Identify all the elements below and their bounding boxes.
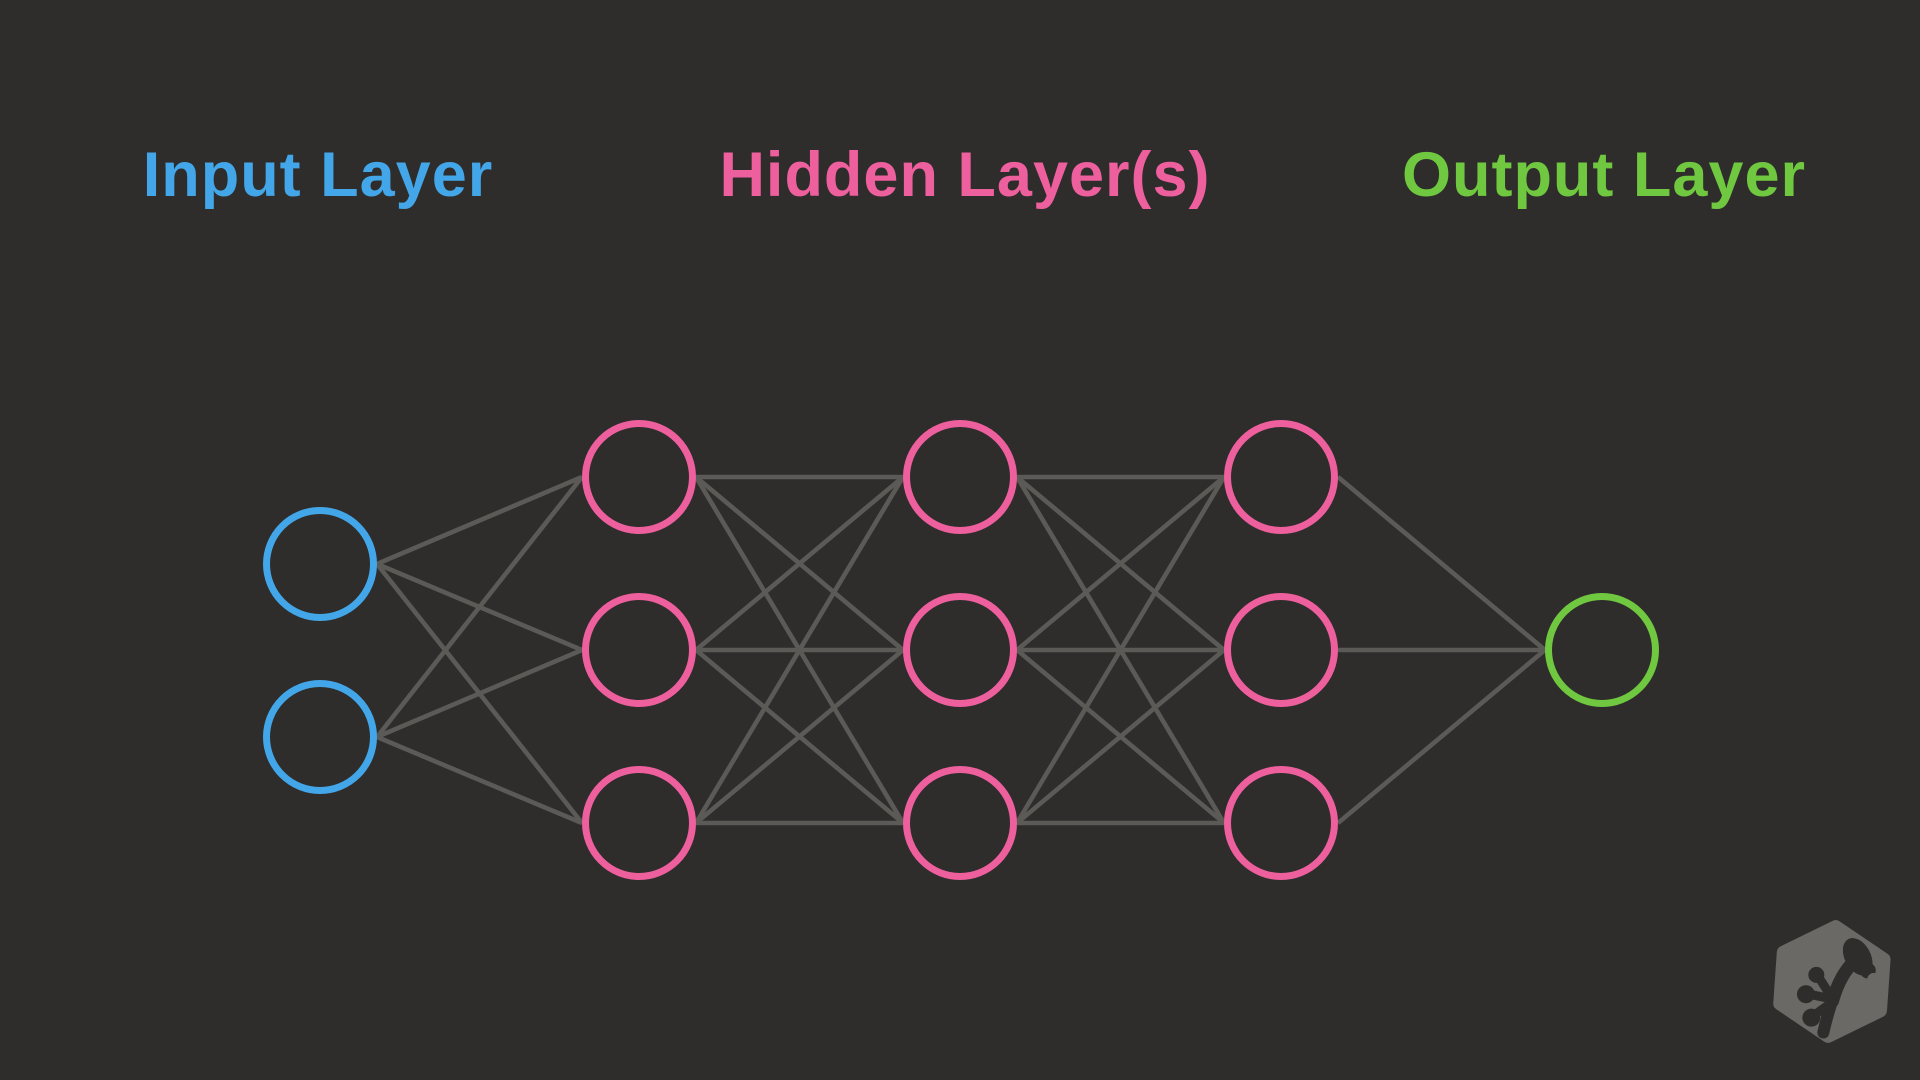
logo-notch — [1867, 972, 1882, 987]
input-layer-label: Input Layer — [143, 140, 494, 210]
hidden-2-node — [903, 766, 1017, 880]
edge-hidden-2-to-hidden-3 — [1015, 475, 1226, 825]
edge-input-to-hidden-1 — [376, 474, 583, 567]
hidden-layer-label: Hidden Layer(s) — [719, 140, 1210, 210]
edge-hidden-2-to-hidden-3 — [1015, 648, 1226, 825]
edge-input-to-hidden-1 — [375, 475, 584, 739]
edge-hidden-1-to-hidden-2 — [694, 475, 905, 825]
hidden-2-node — [903, 420, 1017, 534]
edge-hidden-3-to-output — [1336, 648, 1547, 825]
edge-hidden-1-to-hidden-2 — [694, 475, 905, 652]
hidden-3-node — [1224, 593, 1338, 707]
hidden-3-node — [1224, 766, 1338, 880]
edge-input-to-hidden-1 — [376, 734, 583, 826]
network-nodes — [263, 420, 1659, 880]
hidden-2-node — [903, 593, 1017, 707]
logo-tree-blobs — [1796, 938, 1876, 1027]
hidden-1-node — [582, 420, 696, 534]
output-node — [1545, 593, 1659, 707]
edge-hidden-3-to-output — [1336, 475, 1547, 652]
hidden-1-node — [582, 593, 696, 707]
edge-input-to-hidden-1 — [376, 647, 583, 740]
input-node — [263, 680, 377, 794]
hidden-1-node — [582, 766, 696, 880]
hidden-3-node — [1224, 420, 1338, 534]
output-layer-label: Output Layer — [1402, 140, 1806, 210]
edge-hidden-1-to-hidden-2 — [694, 648, 905, 825]
input-node — [263, 507, 377, 621]
edge-hidden-2-to-hidden-3 — [1015, 475, 1226, 652]
network-edges — [375, 474, 1547, 826]
treehouse-logo-icon — [1773, 920, 1891, 1043]
